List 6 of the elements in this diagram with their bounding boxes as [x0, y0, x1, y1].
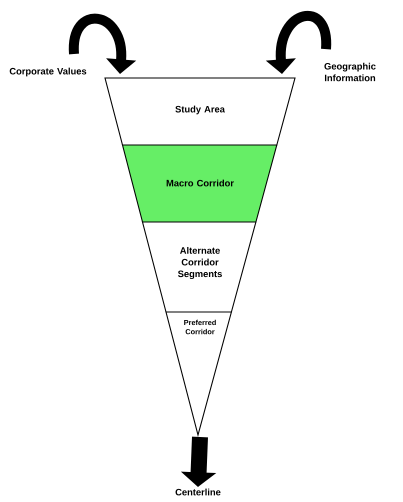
- label-text: Geographic Information: [324, 62, 376, 82]
- label-text: Corporate Values: [10, 68, 86, 76]
- funnel-band: Alternate Corridor Segments: [142, 221, 257, 313]
- funnel-band: Macro Corridor: [122, 144, 278, 223]
- label-text: Centerline: [176, 488, 220, 496]
- funnel-band: Study Area: [104, 77, 296, 146]
